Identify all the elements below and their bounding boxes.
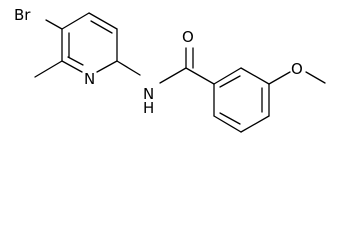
bond-n-c6 (61, 60, 83, 73)
bond-b1-b2 (213, 67, 242, 85)
bond-c4-c3 (88, 12, 118, 30)
bond-b5-b6 (213, 115, 242, 133)
benzene-ring (213, 67, 270, 133)
bond-b5-b6-inner (219, 112, 241, 125)
atom-label-br: Br (14, 6, 31, 24)
atom-label-ring-n: N (84, 70, 95, 88)
bond-c2-nh (116, 60, 141, 76)
bond-b2-b3 (240, 67, 270, 85)
bond-nh-carbonyl-c (159, 67, 187, 84)
chemical-structure-diagram: Br N N H O O (14, 6, 326, 133)
atom-label-carbonyl-o: O (182, 28, 194, 46)
atom-label-methoxy-o: O (291, 60, 303, 78)
bond-carbonyl-c-aryl (185, 67, 215, 85)
bond-o-methyl (305, 71, 326, 84)
bond-b4-b5 (240, 115, 270, 133)
bond-c5-br (45, 19, 63, 30)
bond-c6-methyl (34, 60, 63, 78)
bond-c2-n (96, 60, 118, 73)
bond-c5-c4 (61, 12, 90, 30)
atom-label-nh-h: H (143, 99, 154, 117)
bond-n-c6-inner (67, 56, 84, 66)
bond-b1-b2-inner (219, 75, 241, 88)
pyridine-ring (61, 12, 118, 73)
atom-label-nh-n: N (143, 85, 154, 103)
bond-c4-c3-inner (90, 20, 113, 34)
bond-b3-o (268, 71, 291, 85)
